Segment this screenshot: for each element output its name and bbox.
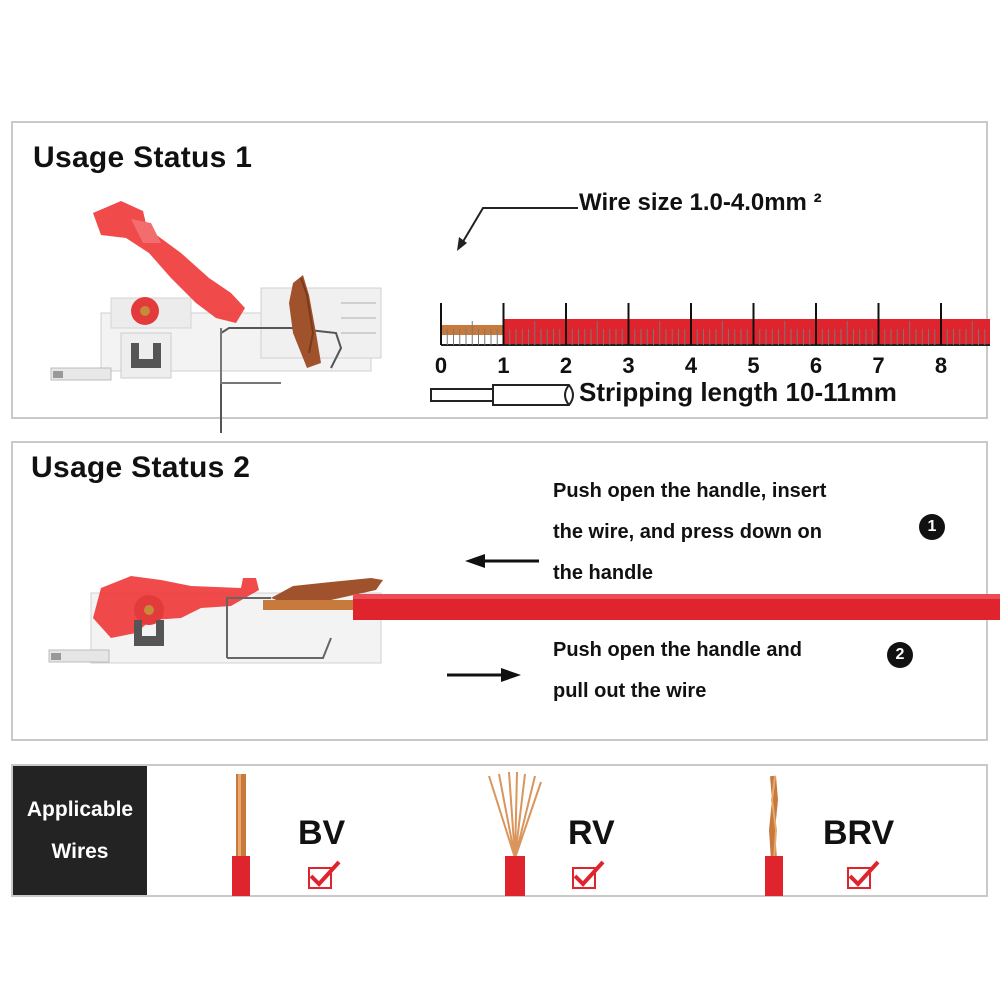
- step2-instructions: Push open the handle and pull out the wi…: [553, 630, 802, 712]
- wire-size-label: Wire size 1.0-4.0mm ²: [579, 189, 822, 216]
- applicable-wires-panel: Applicable Wires BV RV BRV: [11, 764, 988, 897]
- step1-line: the wire, and press down on: [553, 521, 822, 543]
- stripped-wire-icon: [430, 384, 574, 406]
- ruler-number: 4: [685, 353, 698, 378]
- checkmark-icon: [847, 860, 880, 889]
- ruler-number: 6: [810, 353, 822, 378]
- solid-copper-wire-icon: [232, 774, 250, 896]
- stranded-copper-wire-icon: [488, 771, 542, 896]
- ruler-number: 5: [747, 353, 759, 378]
- ruler-number: 7: [872, 353, 884, 378]
- applicable-wires-label: Applicable Wires: [13, 766, 147, 895]
- usage-status-1-title: Usage Status 1: [33, 141, 253, 174]
- wire-type-bv: BV: [298, 814, 346, 852]
- wire-type-rv: RV: [568, 814, 615, 852]
- step1-line: the handle: [553, 562, 654, 584]
- ruler-number: 2: [560, 353, 572, 378]
- connector-closed-illustration: [48, 576, 1000, 664]
- stripping-length-label: Stripping length 10-11mm: [579, 377, 897, 407]
- step1-badge: 1: [919, 514, 945, 540]
- usage-status-1-panel: Usage Status 1 Wire size 1.0-4.0mm ² 0 1 2…: [11, 121, 990, 433]
- connector-open-illustration: [50, 201, 382, 433]
- pointer-arrow-icon: [457, 207, 578, 251]
- stripping-ruler: 0 1 2 3 4 5 6 7 8: [435, 303, 990, 378]
- checkmark-icon: [308, 860, 341, 889]
- twisted-copper-wire-icon: [765, 775, 783, 896]
- applicable-label-line: Applicable: [26, 797, 134, 821]
- usage-status-2-title: Usage Status 2: [31, 451, 251, 484]
- ruler-number: 1: [497, 353, 509, 378]
- usage-status-2-panel: Usage Status 2 Push open the handle, ins…: [11, 441, 1000, 741]
- checkmark-icon: [572, 860, 605, 889]
- ruler-number: 8: [935, 353, 947, 378]
- step2-line: pull out the wire: [553, 680, 707, 702]
- ruler-number: 0: [435, 353, 447, 378]
- step2-line: Push open the handle and: [553, 639, 802, 661]
- step2-badge: 2: [887, 642, 913, 668]
- wire-type-brv: BRV: [823, 814, 895, 852]
- step1-line: Push open the handle, insert: [553, 480, 827, 502]
- pull-arrow-right-icon: [447, 668, 521, 682]
- applicable-label-line: Wires: [51, 839, 109, 863]
- ruler-number: 3: [622, 353, 634, 378]
- step1-instructions: Push open the handle, insert the wire, a…: [553, 471, 826, 594]
- insert-arrow-left-icon: [465, 554, 539, 568]
